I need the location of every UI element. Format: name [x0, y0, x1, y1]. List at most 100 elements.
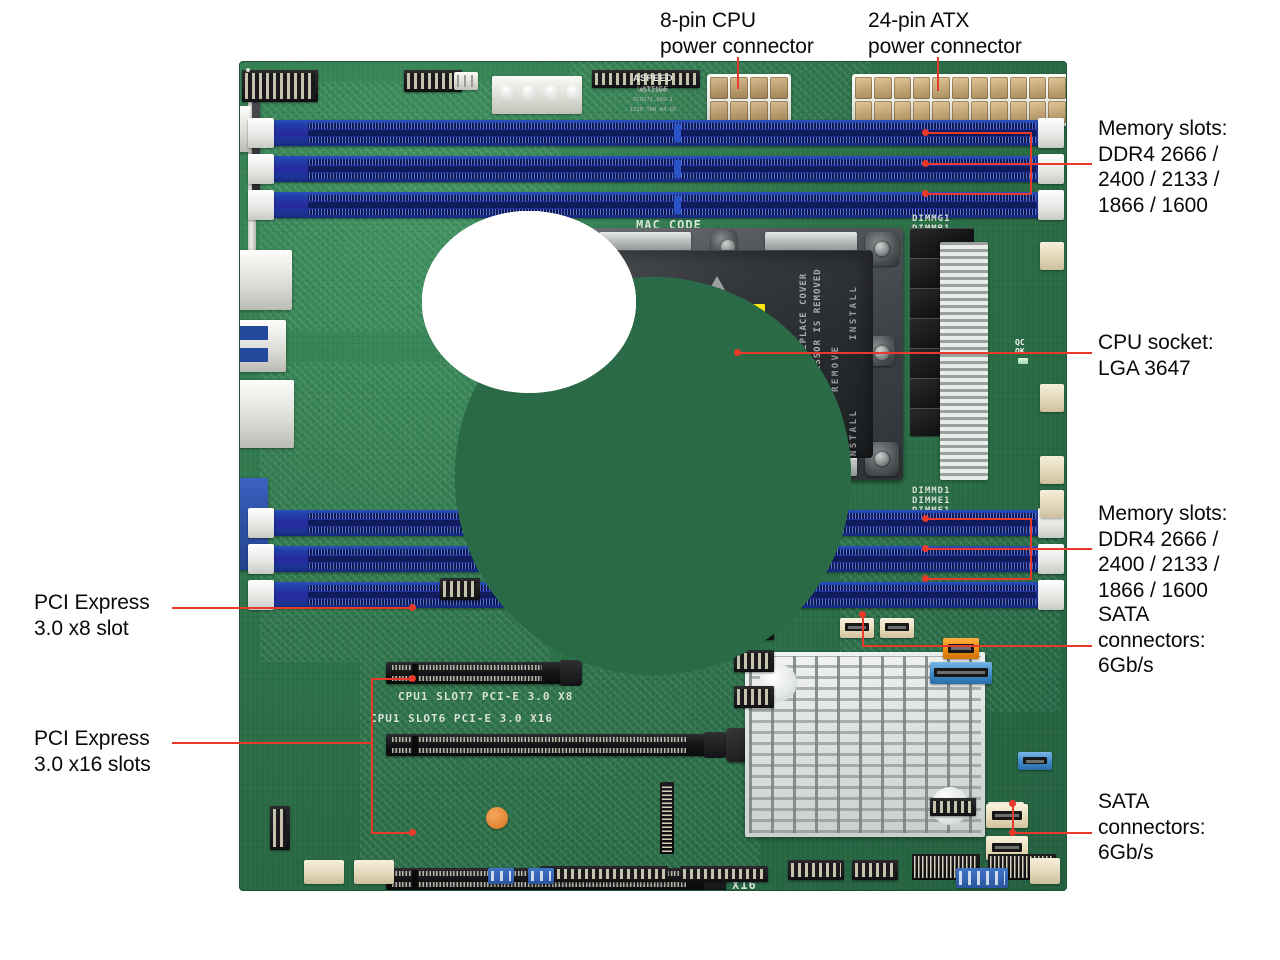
leader-tick-memory-top-3 — [925, 193, 1031, 195]
leader-dot — [922, 575, 929, 582]
io-lan-port-group[interactable] — [240, 380, 294, 448]
leader-line-atx-power — [937, 57, 939, 91]
leader-bracket-memory-bottom — [1030, 518, 1032, 580]
dimm-latch[interactable] — [1038, 580, 1064, 610]
front-panel-pin-header[interactable] — [788, 860, 844, 880]
usb-header-blue[interactable] — [528, 868, 554, 884]
leader-tick-memory-top-1 — [925, 132, 1031, 134]
callout-atx-power: 24-pin ATX power connector — [868, 9, 1022, 58]
callout-memory-bottom: Memory slots: DDR4 2666 / 2400 / 2133 / … — [1098, 502, 1228, 602]
dimm-latch[interactable] — [248, 580, 274, 610]
gpio-header[interactable] — [930, 798, 976, 816]
pcb-trace-haze — [360, 662, 760, 872]
dimm-latch[interactable] — [248, 190, 274, 220]
leader-dot — [409, 675, 416, 682]
slot7-silkscreen: CPU1 SLOT7 PCI-E 3.0 X8 — [398, 690, 574, 703]
usb-header-blue[interactable] — [488, 868, 514, 884]
leader-bracket-pcie-x16 — [371, 678, 373, 834]
leader-line-cpu-socket — [737, 352, 1092, 354]
leader-bracket-memory-top — [1030, 132, 1032, 194]
leader-line-sata-lower-v — [1012, 803, 1014, 834]
dimm-latch[interactable] — [248, 118, 274, 148]
front-panel-pin-header[interactable] — [680, 866, 768, 882]
bmc-brand: ASPEED — [632, 73, 673, 83]
qc-ok-label: QC OK — [1015, 338, 1025, 356]
pcie-x16-slot-upper[interactable] — [386, 732, 726, 758]
leader-dot — [859, 611, 866, 618]
leader-line-sata-lower — [1012, 832, 1092, 834]
callout-sata-lower: SATA connectors: 6Gb/s — [1098, 790, 1206, 864]
dimm-slot[interactable] — [270, 156, 1058, 182]
ipmb-header[interactable] — [592, 70, 700, 88]
leader-dot — [409, 829, 416, 836]
leader-tick-memory-bottom-1 — [925, 518, 1031, 520]
fan-header[interactable] — [354, 860, 394, 884]
io-usb3-stack[interactable] — [240, 320, 286, 372]
leader-tick-memory-bottom-2 — [925, 548, 1031, 550]
leader-line-sata-upper — [862, 645, 1092, 647]
sata-port-group[interactable] — [734, 686, 774, 708]
dimm-latch[interactable] — [248, 544, 274, 574]
callout-pcie-x16: PCI Express 3.0 x16 slots — [34, 727, 151, 776]
leader-line-cpu-power — [737, 57, 739, 89]
orange-component — [486, 807, 508, 829]
m2-slot[interactable] — [660, 782, 674, 854]
dimm-latch[interactable] — [1038, 154, 1064, 184]
power-led-header[interactable] — [492, 76, 582, 114]
leader-line-pcie-x16 — [172, 742, 372, 744]
pcie-x8-slot[interactable] — [386, 660, 582, 686]
fan-header[interactable] — [1030, 858, 1060, 884]
leader-line-memory-top — [1030, 163, 1092, 165]
usb-header[interactable] — [404, 70, 462, 92]
tpm-header[interactable] — [440, 578, 480, 600]
status-led — [1018, 358, 1028, 364]
leader-dot — [409, 604, 416, 611]
front-panel-pin-header[interactable] — [540, 866, 668, 882]
callout-pcie-x8: PCI Express 3.0 x8 slot — [34, 591, 150, 640]
leader-line-pcie-x8 — [172, 607, 412, 609]
sata-connector-cream-upper[interactable] — [986, 804, 1028, 828]
fan-header-right[interactable] — [1040, 490, 1064, 518]
io-ipmi-lan-port[interactable] — [240, 250, 292, 310]
sata-port-group[interactable] — [734, 650, 774, 672]
leader-dot — [922, 545, 929, 552]
slot6-silkscreen: CPU1 SLOT6 PCI-E 3.0 X16 — [370, 712, 553, 725]
leader-dot — [922, 190, 929, 197]
dimm-latch[interactable] — [248, 508, 274, 538]
leader-tick-pcie-x16-2 — [371, 832, 413, 834]
fan-header-right[interactable] — [1040, 242, 1064, 270]
install-marking: INSTALL — [849, 284, 859, 340]
leader-line-memory-bottom — [1030, 548, 1092, 550]
cpu-8pin-power-connector[interactable] — [707, 74, 791, 126]
fan-header-front[interactable] — [454, 72, 478, 90]
atx-24pin-power-connector[interactable] — [852, 74, 1066, 126]
pin-header[interactable] — [270, 806, 290, 850]
callout-sata-upper: SATA connectors: 6Gb/s — [1098, 603, 1206, 677]
leader-dot — [734, 349, 741, 356]
usb3-header-bottom[interactable] — [956, 868, 1008, 888]
dimm-latch[interactable] — [1038, 190, 1064, 220]
fan-header-right[interactable] — [1040, 384, 1064, 412]
fan-header-right[interactable] — [1040, 456, 1064, 484]
fan-header[interactable] — [304, 860, 344, 884]
memory-vrm-fins — [940, 242, 988, 480]
usb-blue-header[interactable] — [1018, 752, 1052, 770]
dimm-latch[interactable] — [1038, 118, 1064, 148]
socket-bolster — [765, 232, 857, 252]
sata-block[interactable] — [880, 618, 914, 638]
leader-tick-pcie-x16-1 — [371, 678, 413, 680]
sata-connector-orange[interactable] — [943, 638, 979, 659]
motherboard-photo: MAC CODE — [240, 62, 1066, 890]
callout-cpu-socket: CPU socket: LGA 3647 — [1098, 331, 1214, 380]
front-panel-pin-header[interactable] — [852, 860, 898, 880]
bmc-line4: 1720 TAN A4 GP — [629, 107, 677, 113]
leader-dot — [1009, 800, 1016, 807]
dimm-latch[interactable] — [248, 154, 274, 184]
leader-line-sata-upper-v — [862, 614, 864, 647]
leader-dot — [922, 160, 929, 167]
front-panel-header[interactable] — [242, 70, 318, 102]
front-panel-blue-connector[interactable] — [930, 662, 992, 684]
sata-block[interactable] — [840, 618, 874, 638]
bmc-line3: PCUV72.00S-1 — [633, 97, 673, 103]
